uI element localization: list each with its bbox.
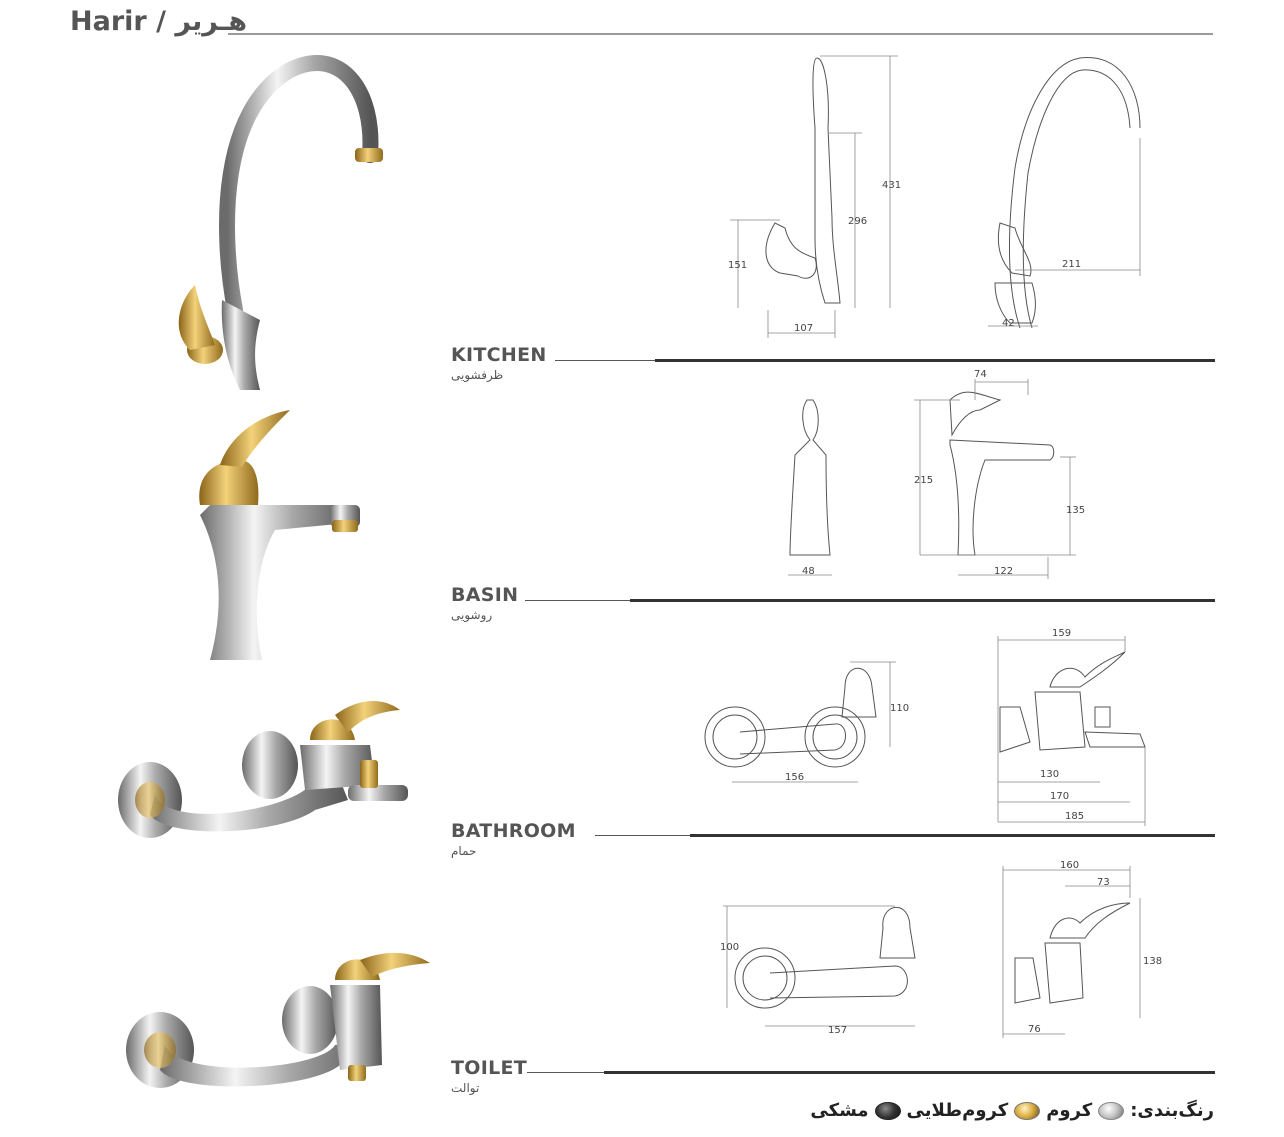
title-divider xyxy=(228,33,1213,35)
dim-122: 122 xyxy=(994,566,1013,577)
toilet-faucet-photo xyxy=(126,952,430,1088)
dim-159: 159 xyxy=(1052,628,1071,639)
section-kitchen: KITCHEN ظرفشویی xyxy=(451,344,547,382)
section-title-fa: ظرفشویی xyxy=(451,368,504,382)
bathroom-technical-drawing: 110 156 159 130 170 185 xyxy=(704,628,1146,826)
section-toilet: TOILET توالت xyxy=(451,1057,527,1095)
page-title: Harir / هـریر xyxy=(70,6,248,37)
dim-73: 73 xyxy=(1097,877,1110,888)
bathroom-faucet-photo xyxy=(118,700,408,838)
kitchen-faucet-photo xyxy=(178,55,383,390)
dim-211: 211 xyxy=(1062,259,1081,270)
dim-296: 296 xyxy=(848,216,867,227)
toilet-technical-drawing: 100 157 160 73 138 76 xyxy=(720,860,1162,1038)
section-title-en: TOILET xyxy=(451,1057,528,1079)
color-option-chrome: کروم xyxy=(1046,1100,1093,1121)
kitchen-rule-thick xyxy=(655,359,1215,362)
dim-110: 110 xyxy=(890,703,909,714)
color-options: رنگ‌بندی: کروم کروم‌طلایی مشکی xyxy=(810,1100,1214,1121)
dim-215: 215 xyxy=(914,475,933,486)
dim-107: 107 xyxy=(794,323,813,334)
gold-chrome-swatch-icon xyxy=(1014,1101,1041,1120)
basin-faucet-photo xyxy=(199,410,360,660)
section-title-fa: حمام xyxy=(451,844,477,858)
bathroom-rule-thin xyxy=(595,835,690,836)
chrome-swatch-icon xyxy=(1098,1101,1125,1120)
section-basin: BASIN روشویی xyxy=(451,584,518,622)
section-bathroom: BATHROOM حمام xyxy=(451,820,576,858)
section-title-fa: توالت xyxy=(451,1081,480,1095)
section-title-en: BATHROOM xyxy=(451,820,576,842)
dim-156: 156 xyxy=(785,772,804,783)
section-title-en: KITCHEN xyxy=(451,344,547,366)
dim-157: 157 xyxy=(828,1025,847,1036)
toilet-rule-thin xyxy=(527,1072,604,1073)
black-swatch-icon xyxy=(874,1101,901,1120)
kitchen-technical-drawing: 431 296 151 107 211 42 xyxy=(728,55,1141,338)
color-option-black: مشکی xyxy=(810,1100,869,1121)
kitchen-rule-thin xyxy=(555,360,655,361)
dim-74: 74 xyxy=(974,369,987,380)
color-options-label: رنگ‌بندی: xyxy=(1130,1100,1214,1121)
dim-48: 48 xyxy=(802,566,815,577)
dim-431: 431 xyxy=(882,180,901,191)
dim-135: 135 xyxy=(1066,505,1085,516)
section-title-fa: روشویی xyxy=(451,608,493,622)
basin-technical-drawing: 74 215 135 48 122 xyxy=(788,369,1085,579)
toilet-rule-thick xyxy=(604,1071,1215,1074)
dim-100: 100 xyxy=(720,942,739,953)
basin-rule-thick xyxy=(630,599,1215,602)
basin-rule-thin xyxy=(525,600,630,601)
bathroom-rule-thick xyxy=(690,834,1215,837)
dim-138: 138 xyxy=(1143,956,1162,967)
section-title-en: BASIN xyxy=(451,584,519,606)
dim-130: 130 xyxy=(1040,769,1059,780)
dim-160: 160 xyxy=(1060,860,1079,871)
dim-185: 185 xyxy=(1065,811,1084,822)
color-option-gold-chrome: کروم‌طلایی xyxy=(906,1100,1009,1121)
dim-76: 76 xyxy=(1028,1024,1041,1035)
dim-151: 151 xyxy=(728,260,747,271)
dim-170: 170 xyxy=(1050,791,1069,802)
dim-42: 42 xyxy=(1002,318,1015,329)
